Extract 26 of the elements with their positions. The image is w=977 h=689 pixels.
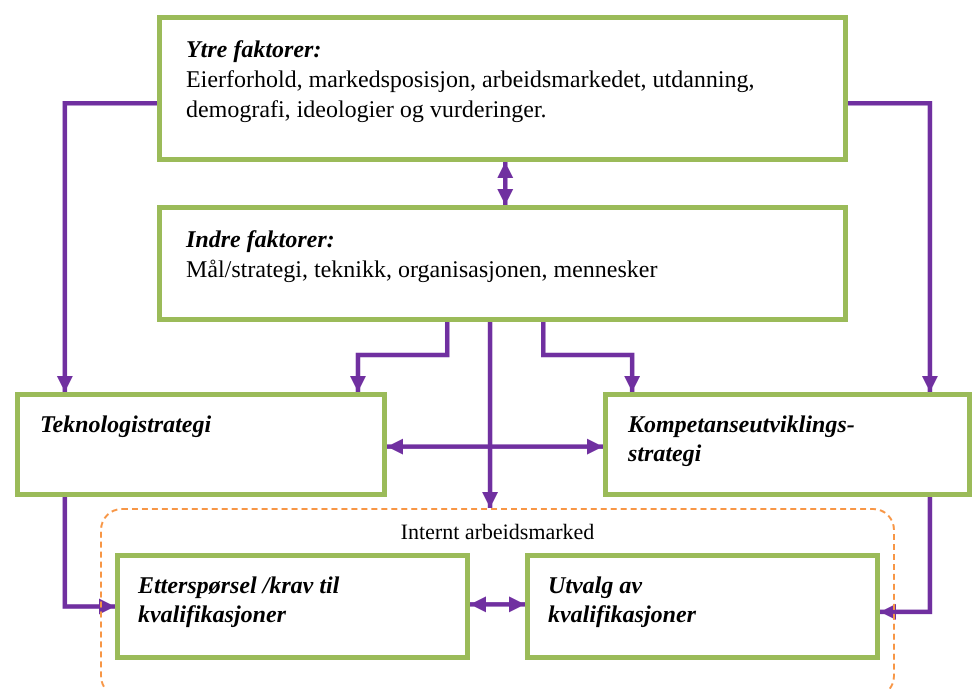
- arrow: [62, 497, 115, 614]
- arrow: [56, 100, 157, 392]
- process-box: [115, 553, 470, 660]
- process-box: [157, 15, 848, 162]
- box-body-text: Mål/strategi, teknikk, organisasjonen, mennesker: [186, 256, 658, 285]
- box-body-text: Eierforhold, markedsposisjon, arbeidsmarkedet, utdanning, demografi, ideologier og vurderinger.: [186, 66, 756, 125]
- box-label: Etterspørsel /krav til kvalifikasjoner: [138, 572, 340, 630]
- process-box: [525, 553, 880, 660]
- group-label: Internt arbeidsmarked: [400, 520, 596, 544]
- box-label: Teknologistrategi: [40, 411, 212, 440]
- arrow: [880, 497, 932, 620]
- box-heading: Indre faktorer:: [186, 226, 336, 255]
- box-label: Kompetanseutviklings-strategi: [628, 411, 856, 469]
- arrow: [482, 322, 498, 508]
- arrow: [470, 596, 525, 612]
- box-heading: Ytre faktorer:: [186, 36, 322, 65]
- process-box: [157, 205, 848, 322]
- process-box: [15, 392, 387, 497]
- process-box: [603, 392, 972, 497]
- arrow: [387, 438, 603, 455]
- arrow: [848, 100, 938, 392]
- dashed-group-frame: [100, 508, 895, 689]
- arrow: [541, 322, 640, 392]
- arrow: [350, 322, 450, 392]
- box-label: Utvalg av kvalifikasjoner: [548, 572, 697, 630]
- arrow: [497, 162, 514, 205]
